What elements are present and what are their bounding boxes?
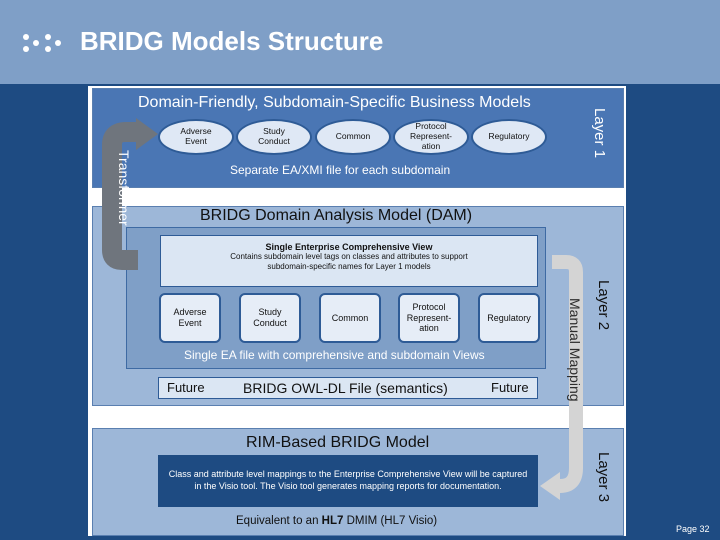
layer3-title: RIM-Based BRIDG Model <box>246 434 430 451</box>
manual-mapping-arrowhead <box>540 472 560 500</box>
layer1-model-text: Conduct <box>258 136 290 146</box>
owl-title: BRIDG OWL-DL File (semantics) <box>243 380 448 396</box>
layer1-model-text: Adverse <box>180 126 212 137</box>
equiv-bold: HL7 <box>321 515 344 527</box>
layer1-model-text: Common <box>335 131 371 142</box>
layer2-model-text: Common <box>331 312 369 323</box>
layer2-model-label: Regulatory <box>487 313 531 324</box>
layer1-footer: Separate EA/XMI file for each subdomain <box>230 163 451 177</box>
layer2-model-4: Regulatory <box>478 293 540 343</box>
layer1-model-2: Common <box>315 119 391 155</box>
manual-mapping-label: Manual Mapping <box>567 298 583 402</box>
layer1-model-text: Regulatory <box>488 131 530 142</box>
rim-mapping-box: Class and attribute level mappings to th… <box>158 455 538 507</box>
layer2-model-2: Common <box>319 293 381 343</box>
layer2-title: BRIDG Domain Analysis Model (DAM) <box>200 207 473 224</box>
transformer-arrowhead <box>136 118 158 150</box>
enterprise-view-title: Single Enterprise Comprehensive View <box>265 242 433 252</box>
transformer-arrow <box>102 122 138 270</box>
owl-file-box: Future BRIDG OWL-DL File (semantics) Fut… <box>158 377 538 399</box>
layer1-model-text: ation <box>421 140 441 151</box>
owl-future-left: Future <box>167 380 205 395</box>
layer1-model-text: Represent- <box>409 131 453 142</box>
equivalent-note: Equivalent to an HL7 DMIM (HL7 Visio) <box>236 515 437 527</box>
enterprise-view-line2: subdomain-specific names for Layer 1 mod… <box>267 262 431 271</box>
page-number: Page 32 <box>676 524 710 534</box>
layer1-model-text: Protocol <box>415 121 447 132</box>
layer1-model-label: Common <box>335 131 371 142</box>
layer2-model-text: Study <box>258 307 282 318</box>
rim-mapping-text: Class and attribute level mappings to th… <box>168 469 528 491</box>
layer2-model-text: Regulatory <box>487 312 531 323</box>
enterprise-view-box: Single Enterprise Comprehensive View Con… <box>160 235 538 287</box>
layer2-model-text: Adverse <box>173 307 207 318</box>
layer2-model-text: Protocol <box>412 301 446 312</box>
layer2-model-text: Conduct <box>253 318 287 328</box>
layer1-model-4: Regulatory <box>471 119 547 155</box>
enterprise-view-line1: Contains subdomain level tags on classes… <box>230 252 468 261</box>
dots-logo-icon <box>23 34 61 52</box>
layer2-model-text: Represent- <box>406 312 452 323</box>
layer1-model-text: Study <box>263 126 285 137</box>
transformer-label: Transformer <box>116 150 132 226</box>
owl-future-right: Future <box>491 380 529 395</box>
title-bar: BRIDG Models Structure <box>0 0 720 84</box>
layer2-model-label: Common <box>332 313 369 324</box>
layer1-title: Domain-Friendly, Subdomain-Specific Busi… <box>138 94 531 111</box>
page-title: BRIDG Models Structure <box>80 26 384 56</box>
layer2-model-text: Event <box>178 318 202 328</box>
equiv-prefix: Equivalent to an <box>236 515 322 527</box>
layer2-footer: Single EA file with comprehensive and su… <box>184 348 485 362</box>
layer1-model-label: Regulatory <box>488 131 530 142</box>
layer2-model-text: ation <box>419 323 439 334</box>
manual-mapping-arrow <box>552 255 583 493</box>
layer1-model-text: Event <box>185 136 207 146</box>
equiv-rest: DMIM (HL7 Visio) <box>343 515 438 527</box>
